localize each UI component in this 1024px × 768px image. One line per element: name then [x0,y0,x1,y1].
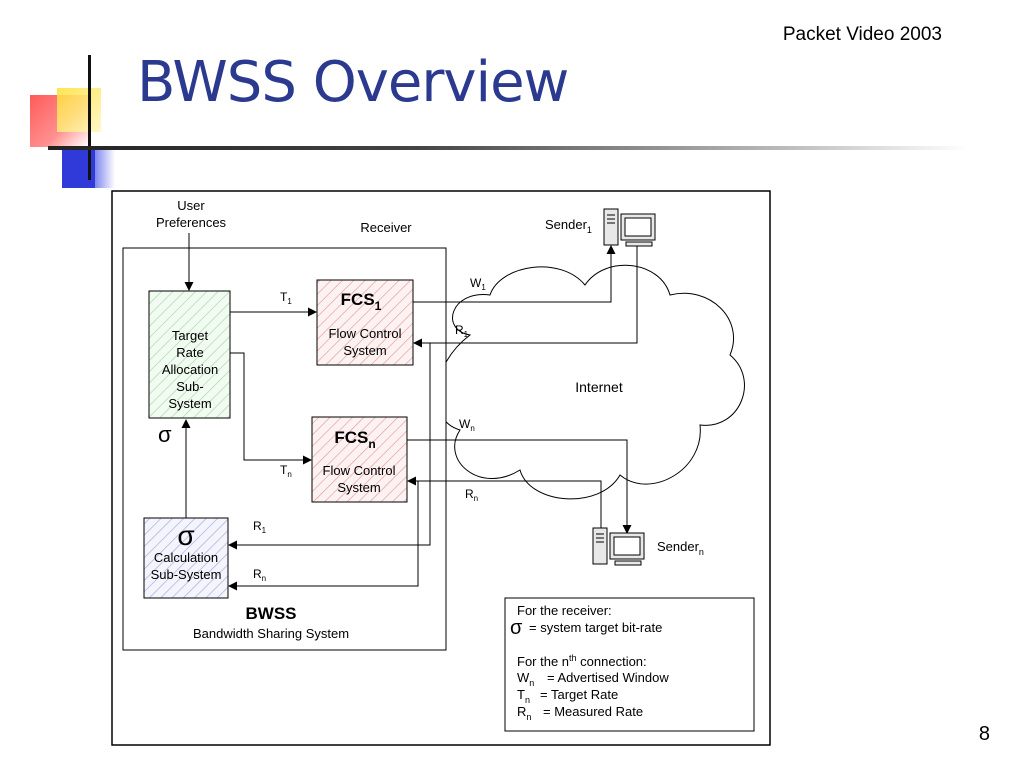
tra-line-2: Rate [176,345,203,360]
user-preferences-line1: User [177,198,205,213]
rn-label: Rn [465,487,478,503]
user-preferences-line2: Preferences [156,215,227,230]
sigma-symbol-small: σ [158,422,172,447]
fcs1-desc-line2: System [343,343,386,358]
fcs1-title: FCS1 [341,290,382,313]
internet-cloud [436,264,745,500]
legend-r-def: Rn= Measured Rate [517,704,643,722]
tra-line-1: Target [172,328,209,343]
computer-icon [603,208,656,247]
w1-label: W1 [470,276,486,292]
t1-label: T1 [280,290,292,306]
fcs1-desc-line1: Flow Control [329,326,402,341]
calc-line-2: Sub-System [151,567,222,582]
tn-arrow [230,352,312,465]
deco-vertical-line [88,55,91,180]
tn-label: Tn [280,463,292,479]
computer-icon [592,527,645,566]
fcsn-box [311,416,408,503]
bwss-subtitle: Bandwidth Sharing System [193,626,349,641]
title-underline [48,146,968,150]
calc-r1-label: R1 [253,519,267,535]
receiver-label: Receiver [360,220,412,235]
legend-receiver-heading: For the receiver: [517,603,612,618]
rn-arrow [407,476,602,533]
conference-label: Packet Video 2003 [782,24,942,45]
target-rate-allocation-box [148,290,231,419]
legend-sigma-def: = system target bit-rate [529,620,662,635]
bwss-title: BWSS [246,604,297,623]
deco-blue-square-light [95,150,115,188]
page-number: 8 [978,723,990,745]
fcs1-box [316,279,414,366]
r1-label: R1 [455,323,469,339]
internet-label: Internet [575,379,623,395]
sendern-label: Sendern [657,539,704,557]
legend-w-def: Wn= Advertised Window [517,670,669,688]
tra-line-5: System [168,396,211,411]
r1-arrow [413,246,638,348]
fcsn-desc-line1: Flow Control [323,463,396,478]
wn-arrow [407,439,632,534]
calculation-subsystem-box [143,517,229,599]
fcsn-title: FCSn [334,428,375,451]
sigma-symbol-large: σ [177,520,194,551]
w1-arrow [413,245,616,303]
tra-line-4: Sub- [176,379,203,394]
sender1-label: Sender1 [545,217,592,235]
calc-rn-label: Rn [253,567,266,583]
legend-t-def: Tn= Target Rate [517,687,618,705]
legend-sigma: σ [510,617,523,639]
tra-line-3: Allocation [162,362,218,377]
legend-box [504,597,755,732]
diagram-frame [111,190,771,746]
wn-label: Wn [459,417,475,433]
calc-rn-arrow [228,481,419,591]
slide-title: BWSS Overview [137,50,569,115]
fcsn-desc-line2: System [337,480,380,495]
calc-line-1: Calculation [154,550,218,565]
legend-connection-heading: For the nth connection: [517,653,647,669]
calc-r1-arrow [228,343,431,550]
deco-yellow-square [57,88,101,132]
